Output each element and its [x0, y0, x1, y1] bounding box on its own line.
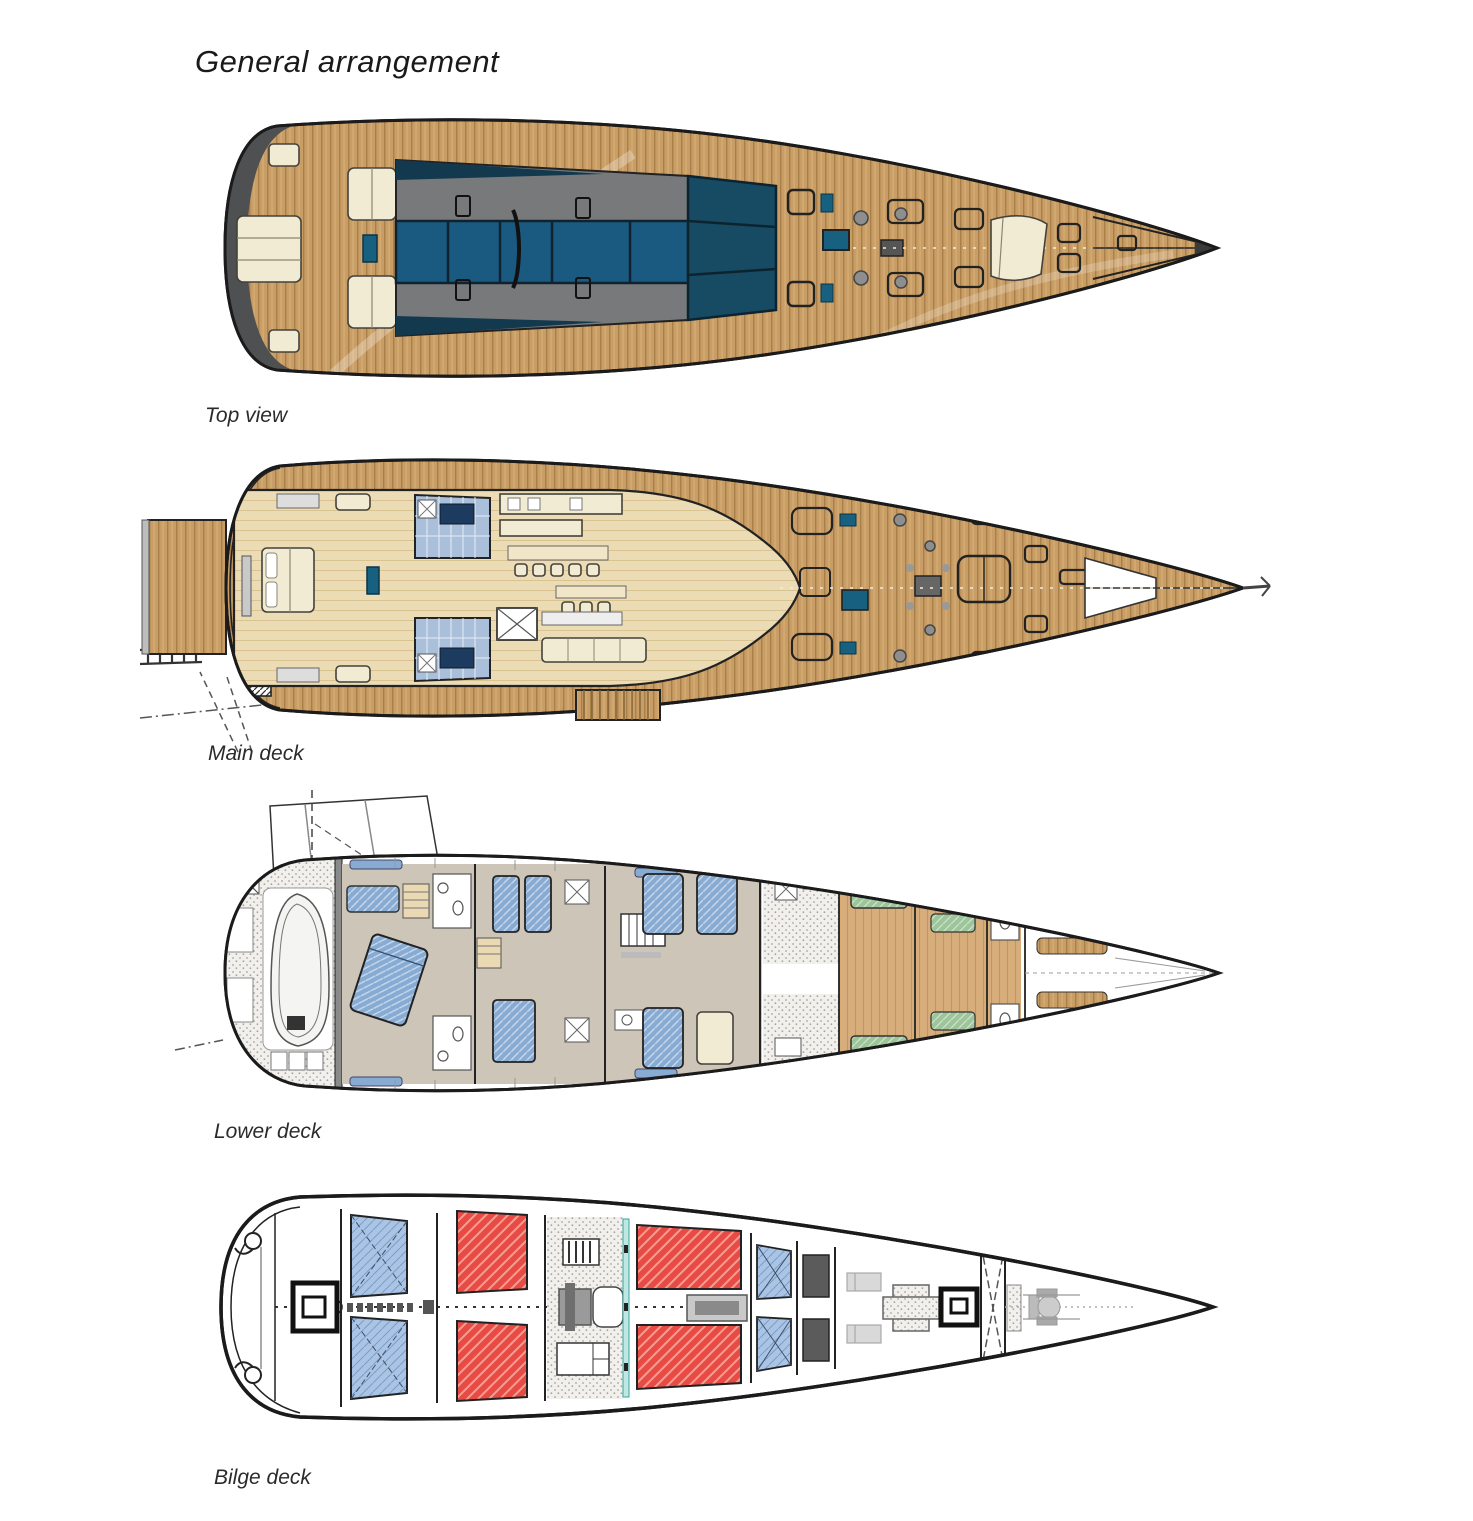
glass-panels [686, 174, 778, 322]
side-box [268, 143, 300, 167]
boom-line [511, 209, 521, 289]
bilge-deck-plan [219, 1193, 1219, 1421]
datum-line [139, 701, 291, 719]
foredeck-hatches [886, 198, 1138, 298]
steering-gear [234, 1232, 262, 1384]
bowsprit [1242, 576, 1271, 597]
shaft-coupling [347, 1300, 434, 1314]
lower-deck-label: Lower deck [214, 1120, 322, 1143]
datum-line [174, 1039, 224, 1051]
glass-band [394, 219, 690, 285]
garage-bulkhead [334, 855, 343, 1091]
frame-ticks [394, 858, 556, 1090]
fuel-tanks-fwd [636, 1223, 742, 1391]
winches [893, 513, 936, 663]
top-view-plan [223, 118, 1222, 378]
dining-settee [541, 611, 647, 663]
cross-brace [980, 1244, 1006, 1372]
cockpit-hatches [786, 188, 816, 308]
equipment-plinth [882, 1284, 940, 1332]
glass-wedge [396, 160, 603, 180]
engine-room [547, 1217, 624, 1399]
stern-inner-line [230, 1206, 301, 1414]
winches [853, 207, 908, 289]
forepeak [1025, 937, 1215, 1009]
companionway-glass [822, 229, 850, 251]
boarding-stairs [575, 689, 661, 721]
main-deck-label: Main deck [208, 742, 304, 765]
generators [846, 1272, 882, 1344]
holding-tank [802, 1318, 830, 1362]
water-tanks-aft [350, 1213, 408, 1401]
glass-wedge [396, 316, 603, 336]
water-tanks-fwd [756, 1243, 792, 1373]
dining-table-1 [507, 545, 609, 577]
top-view-label: Top view [205, 404, 288, 427]
keel-box [686, 1294, 748, 1322]
lower-deck-plan [174, 790, 1224, 1093]
swim-platform [147, 519, 227, 655]
sofa [335, 665, 371, 683]
gearbox [592, 1286, 624, 1328]
bathroom-stbd [414, 617, 491, 683]
sail-cover [990, 215, 1048, 282]
deck-hatch-teal [362, 234, 378, 263]
cockpit-teal [820, 193, 834, 213]
side-box [268, 329, 300, 353]
corridor-hatch [366, 566, 380, 595]
keel-hatch [290, 1280, 340, 1334]
guest-cabins-fwd [642, 873, 738, 1069]
holding-tank [802, 1254, 830, 1298]
bathroom-port [414, 493, 491, 559]
fuel-tanks-aft [456, 1209, 528, 1403]
stairwell [496, 607, 538, 641]
wardrobe [276, 493, 320, 509]
page-title: General arrangement [195, 44, 500, 79]
stern-lounge [236, 215, 302, 283]
cockpit-teal [820, 283, 834, 303]
coachroof-hatches [455, 195, 591, 301]
galley [499, 493, 623, 537]
tv-cabinet [241, 555, 252, 617]
vip-cabin [346, 883, 430, 1027]
transom-platform [225, 126, 293, 370]
vip-heads [432, 873, 472, 1071]
tender [270, 893, 330, 1047]
guest-cabins-mid [476, 875, 590, 1063]
wardrobe [276, 667, 320, 683]
bow-thruster [1005, 1288, 1135, 1326]
main-deck-plan [139, 458, 1271, 753]
mast [906, 564, 950, 610]
sofa [335, 493, 371, 511]
cockpit [790, 506, 869, 662]
mast-step-hatch [938, 1286, 980, 1328]
bilge-deck-label: Bilge deck [214, 1466, 311, 1489]
label-leader [199, 671, 253, 753]
